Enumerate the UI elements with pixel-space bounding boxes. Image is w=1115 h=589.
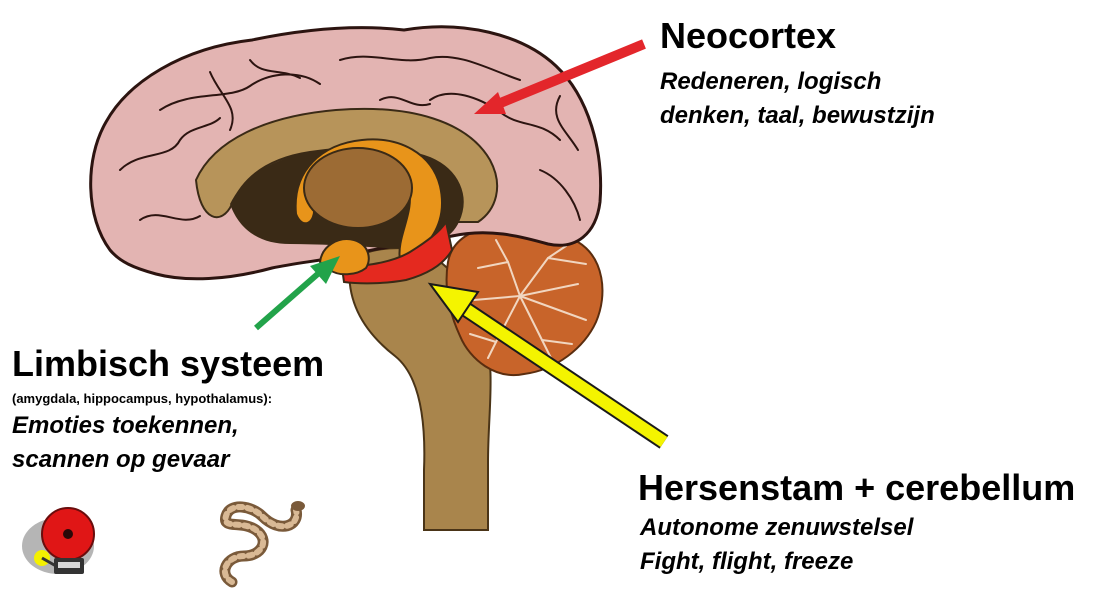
thalamus-shape — [304, 148, 412, 228]
neocortex-desc-line-2: denken, taal, bewustzijn — [660, 100, 935, 132]
neocortex-desc-line-1: Redeneren, logisch — [660, 66, 881, 98]
limbic-title: Limbisch systeem — [12, 344, 324, 384]
limbic-desc-line-2: scannen op gevaar — [12, 444, 229, 476]
neocortex-title: Neocortex — [660, 16, 836, 56]
snake-icon — [225, 501, 305, 582]
brainstem-desc-line-2: Fight, flight, freeze — [640, 546, 853, 578]
limbic-desc-line-1: Emoties toekennen, — [12, 410, 239, 442]
brainstem-title: Hersenstam + cerebellum — [638, 468, 1075, 508]
brainstem-desc-line-1: Autonome zenuwstelsel — [640, 512, 913, 544]
alarm-bell-icon — [22, 508, 94, 574]
limbic-subtitle: (amygdala, hippocampus, hypothalamus): — [12, 390, 272, 408]
